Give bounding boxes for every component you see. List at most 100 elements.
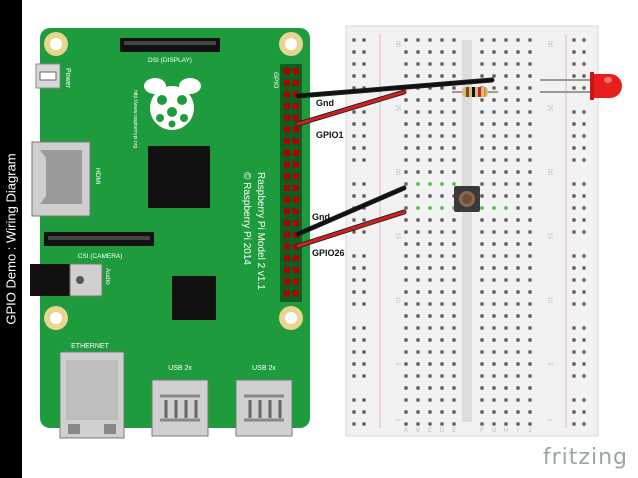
- breadboard-hole: [352, 230, 356, 234]
- breadboard-hole: [416, 386, 420, 390]
- breadboard-hole: [404, 422, 408, 426]
- breadboard-hole: [528, 74, 532, 78]
- breadboard-hole: [452, 242, 456, 246]
- breadboard-hole: [362, 254, 366, 258]
- breadboard-hole: [572, 182, 576, 186]
- gpio-pin: [284, 255, 290, 262]
- breadboard-hole: [582, 302, 586, 306]
- breadboard-hole: [582, 146, 586, 150]
- breadboard-hole: [572, 290, 576, 294]
- wire-gpio26: [296, 210, 406, 248]
- breadboard-hole: [416, 74, 420, 78]
- letter-j: J: [529, 428, 532, 434]
- breadboard-hole: [492, 194, 496, 198]
- breadboard-hole: [352, 254, 356, 258]
- breadboard-hole: [528, 278, 532, 282]
- breadboard-hole: [582, 62, 586, 66]
- breadboard-hole: [516, 302, 520, 306]
- breadboard-hole: [452, 146, 456, 150]
- breadboard-hole: [452, 158, 456, 162]
- gpio-pin: [293, 149, 299, 156]
- breadboard-hole: [416, 230, 420, 234]
- gpio-pin: [293, 91, 299, 98]
- row-number-top-5: 5: [394, 362, 400, 366]
- raspberry-logo: [144, 78, 201, 130]
- breadboard-hole: [582, 218, 586, 222]
- breadboard-hole: [416, 266, 420, 270]
- breadboard-hole: [416, 170, 420, 174]
- breadboard-letters: A B C D E F G H I J: [404, 428, 532, 434]
- gpio-pin: [284, 91, 290, 98]
- breadboard-hole: [492, 38, 496, 42]
- breadboard-hole: [362, 194, 366, 198]
- breadboard-hole: [416, 398, 420, 402]
- breadboard-hole: [416, 182, 420, 186]
- breadboard-hole: [404, 206, 408, 210]
- breadboard-hole: [528, 422, 532, 426]
- breadboard-hole: [440, 278, 444, 282]
- lan-chip: [172, 276, 216, 320]
- breadboard-hole: [572, 194, 576, 198]
- breadboard-hole: [480, 422, 484, 426]
- gpio-pin: [284, 68, 290, 74]
- breadboard-hole: [440, 194, 444, 198]
- audio-label: Audio: [104, 268, 111, 285]
- label-gnd-bottom: Gnd: [312, 212, 330, 222]
- breadboard-hole: [440, 374, 444, 378]
- breadboard-hole: [516, 206, 520, 210]
- breadboard-hole: [428, 278, 432, 282]
- gpio-pin: [284, 149, 290, 156]
- breadboard-hole: [452, 374, 456, 378]
- breadboard-hole: [352, 182, 356, 186]
- breadboard-hole: [404, 314, 408, 318]
- row-number-bottom-2: 20: [546, 169, 552, 176]
- breadboard-hole: [362, 290, 366, 294]
- breadboard-hole: [416, 278, 420, 282]
- breadboard-hole: [492, 374, 496, 378]
- breadboard-hole: [428, 50, 432, 54]
- breadboard-hole: [352, 410, 356, 414]
- gpio-pin: [284, 185, 290, 191]
- gpio-pin: [284, 208, 290, 215]
- breadboard-hole: [440, 110, 444, 114]
- breadboard-hole: [452, 134, 456, 138]
- breadboard-hole: [480, 98, 484, 102]
- breadboard-hole: [416, 326, 420, 330]
- gpio-pin: [293, 68, 299, 74]
- breadboard-hole: [440, 122, 444, 126]
- breadboard-hole: [428, 86, 432, 90]
- breadboard-hole: [528, 374, 532, 378]
- breadboard-hole: [504, 170, 508, 174]
- breadboard-hole: [492, 266, 496, 270]
- gpio-pin: [284, 138, 290, 145]
- breadboard-hole: [516, 158, 520, 162]
- breadboard-hole: [504, 242, 508, 246]
- breadboard-hole: [404, 134, 408, 138]
- breadboard-hole: [582, 362, 586, 366]
- breadboard-hole: [362, 122, 366, 126]
- row-number-bottom-1: 25: [546, 105, 552, 112]
- breadboard-hole: [362, 422, 366, 426]
- breadboard-hole: [492, 422, 496, 426]
- breadboard-hole: [428, 122, 432, 126]
- breadboard-hole: [440, 326, 444, 330]
- breadboard-hole: [416, 254, 420, 258]
- breadboard-center-channel: [462, 40, 472, 422]
- gpio-pin: [284, 103, 290, 110]
- breadboard-hole: [416, 146, 420, 150]
- breadboard-hole: [428, 326, 432, 330]
- breadboard-hole: [504, 290, 508, 294]
- breadboard-hole: [352, 326, 356, 330]
- breadboard-hole: [404, 278, 408, 282]
- breadboard-hole: [352, 290, 356, 294]
- breadboard-hole: [572, 278, 576, 282]
- breadboard-hole: [452, 290, 456, 294]
- letter-e: E: [452, 428, 456, 434]
- breadboard-hole: [582, 338, 586, 342]
- breadboard-hole: [528, 206, 532, 210]
- row-number-bottom-4: 10: [546, 297, 552, 304]
- breadboard-hole: [362, 218, 366, 222]
- breadboard-hole: [480, 182, 484, 186]
- breadboard-hole: [404, 290, 408, 294]
- resistor: [452, 87, 498, 97]
